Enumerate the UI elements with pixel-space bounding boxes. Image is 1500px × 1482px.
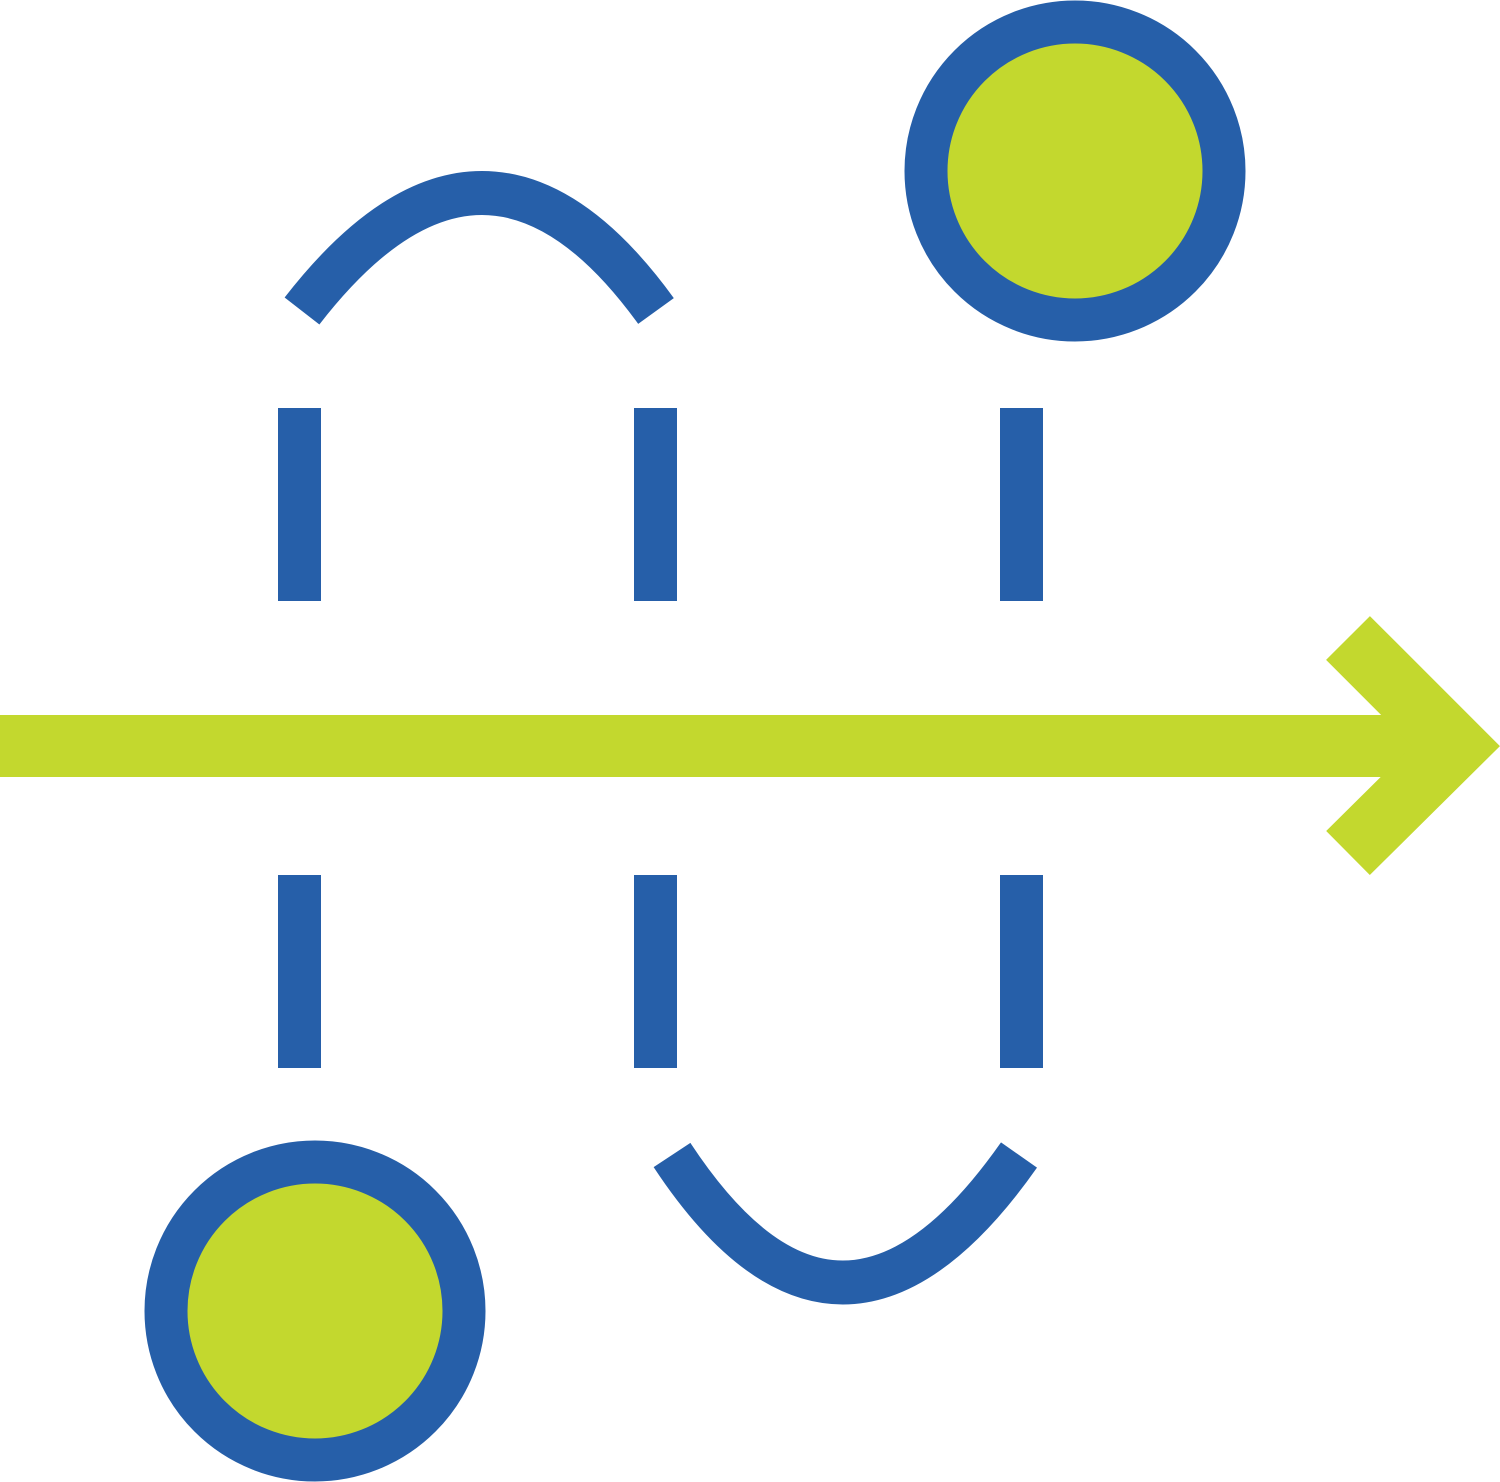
dash-bottom-2 (634, 875, 677, 1068)
dash-top-1 (278, 408, 321, 601)
connector-dashes (278, 408, 1043, 1068)
end-node (904, 0, 1246, 342)
start-node-circle (144, 1140, 486, 1482)
arrow-head (1326, 616, 1500, 876)
dash-top-2 (634, 408, 677, 601)
timeline-arrow (0, 616, 1500, 876)
upper-arch (284, 171, 674, 325)
dash-bottom-3 (1000, 875, 1043, 1068)
dash-top-3 (1000, 408, 1043, 601)
lower-arch (653, 1142, 1038, 1305)
end-node-circle (904, 0, 1246, 342)
start-node (144, 1140, 486, 1482)
dash-bottom-1 (278, 875, 321, 1068)
